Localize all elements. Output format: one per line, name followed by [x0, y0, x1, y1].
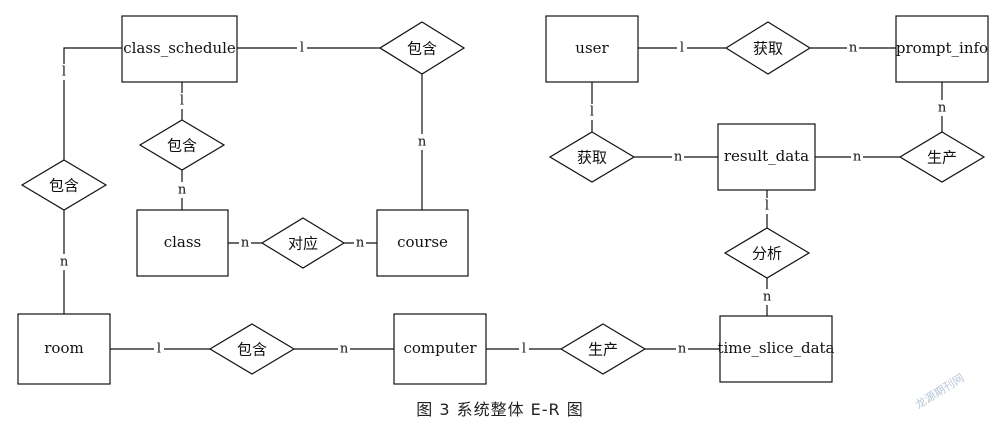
rel-contain-mid — [138, 119, 226, 171]
entity-time-slice-data — [719, 315, 833, 383]
rel-label-contain-top: 包含 — [407, 40, 437, 58]
entity-label-time-slice-data: time_slice_data — [717, 339, 834, 357]
entity-label-class-schedule: class_schedule — [123, 39, 236, 57]
entity-class-schedule — [121, 15, 238, 83]
card-analyze-timeslice: n — [763, 290, 772, 305]
card-contain-top-course: n — [418, 135, 427, 150]
entity-label-computer: computer — [404, 339, 478, 357]
card-contain-left-room: n — [60, 255, 69, 270]
rel-label-acquire-top: 获取 — [753, 40, 783, 58]
rel-produce-right — [898, 131, 986, 183]
rel-produce-bottom — [559, 323, 647, 375]
entity-result-data — [717, 123, 816, 191]
rel-label-produce-bottom: 生产 — [588, 341, 618, 359]
rel-label-contain-bottom: 包含 — [237, 341, 267, 359]
edge-schedule-contain-left — [63, 47, 122, 160]
rel-label-produce-right: 生产 — [927, 149, 957, 167]
entity-label-prompt-info: prompt_info — [896, 39, 988, 57]
card-produce-right-result: n — [853, 150, 862, 165]
entity-computer — [393, 313, 487, 385]
rel-acquire-top — [724, 21, 812, 75]
rel-label-contain-mid: 包含 — [167, 137, 197, 155]
rel-contain-left — [20, 159, 108, 211]
card-result-analyze: l — [765, 199, 769, 214]
card-user-acquire-left: l — [590, 105, 594, 120]
rel-acquire-left — [548, 131, 636, 183]
card-schedule-contain-left: l — [62, 65, 66, 80]
rel-label-contain-left: 包含 — [49, 177, 79, 195]
card-user-acquire-top: l — [680, 41, 684, 56]
card-contain-bottom-computer: n — [340, 342, 349, 357]
rel-contain-bottom — [208, 323, 296, 375]
card-contain-mid-class: n — [178, 183, 187, 198]
entity-course — [376, 209, 469, 277]
card-computer-produce: l — [522, 342, 526, 357]
entity-class — [136, 209, 229, 277]
card-acquire-left-result: n — [674, 150, 683, 165]
rel-correspond — [260, 217, 346, 269]
card-correspond-course: n — [356, 236, 365, 251]
entity-label-room: room — [44, 339, 83, 357]
rel-contain-top — [378, 21, 466, 75]
entity-user — [545, 15, 639, 83]
card-room-contain-bottom: l — [157, 342, 161, 357]
card-schedule-contain-top: l — [300, 41, 304, 56]
entity-label-user: user — [575, 39, 609, 57]
card-prompt-produce-right: n — [938, 101, 947, 116]
card-schedule-contain-mid: l — [180, 94, 184, 109]
rel-label-acquire-left: 获取 — [577, 149, 607, 167]
entity-label-result-data: result_data — [724, 147, 809, 165]
figure-caption: 图 3 系统整体 E-R 图 — [416, 400, 584, 419]
entity-room — [17, 313, 111, 385]
entity-prompt-info — [895, 15, 989, 83]
card-class-correspond: n — [241, 236, 250, 251]
rel-label-correspond: 对应 — [288, 235, 318, 253]
entity-label-course: course — [397, 233, 448, 251]
rel-analyze — [723, 227, 811, 279]
card-acquire-top-prompt: n — [849, 41, 858, 56]
card-produce-timeslice: n — [678, 342, 687, 357]
rel-label-analyze: 分析 — [752, 245, 782, 263]
entity-label-class: class — [164, 233, 202, 251]
